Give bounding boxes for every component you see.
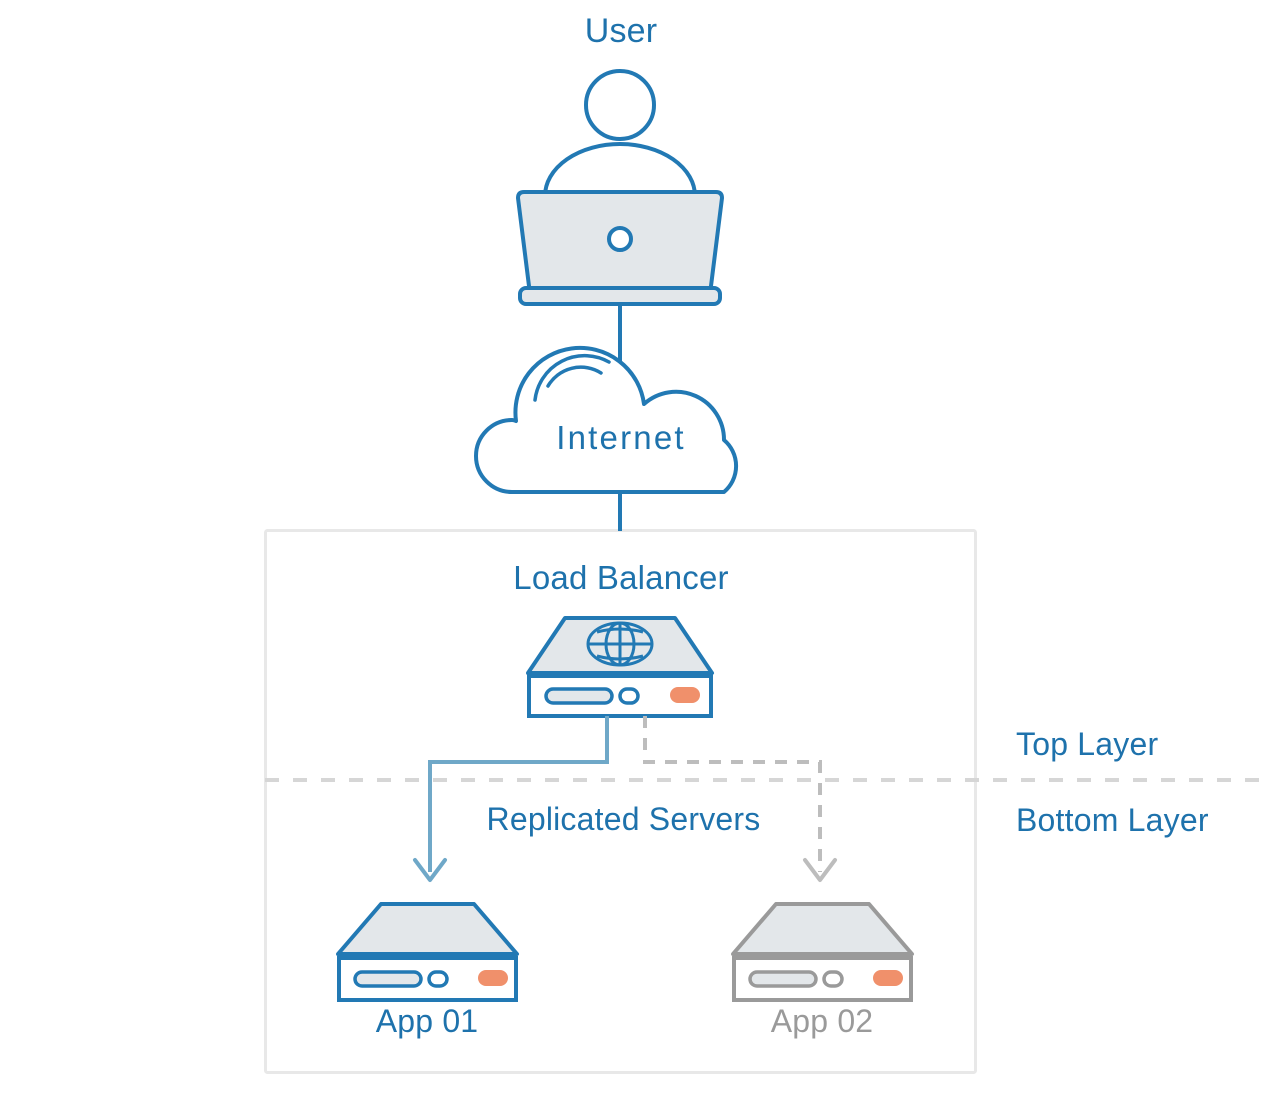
- cloud-icon: [474, 345, 739, 494]
- loadbalancer-status-light-icon: [670, 687, 700, 703]
- person-head-icon: [584, 69, 656, 141]
- server-icon-app02: [731, 902, 914, 1002]
- node-label-load-balancer: Load Balancer: [513, 559, 729, 596]
- node-label-app01: App 01: [375, 1003, 479, 1039]
- app02-top-icon: [731, 902, 914, 956]
- connector-loadbalancer-to-app02: [643, 716, 837, 882]
- layer-label-bottom: Bottom Layer: [1016, 802, 1209, 838]
- group-label-replicated-servers: Replicated Servers: [486, 801, 761, 837]
- laptop-base-icon: [518, 286, 722, 306]
- server-globe-icon: [526, 616, 714, 718]
- loadbalancer-slot-icon: [544, 687, 614, 705]
- app01-top-icon: [336, 902, 519, 956]
- connector-loadbalancer-to-app01: [413, 716, 609, 882]
- layer-label-top: Top Layer: [1016, 726, 1159, 762]
- app01-status-light-icon: [478, 970, 508, 986]
- app02-status-light-icon: [873, 970, 903, 986]
- cloud-arc-1-icon: [533, 353, 611, 402]
- person-shoulders-icon: [543, 142, 697, 198]
- arrowhead-app02-icon: [803, 858, 837, 882]
- globe-parallel-bottom-icon: [596, 654, 644, 661]
- arrowhead-app01-icon: [413, 858, 447, 882]
- person-laptop-icon: [516, 69, 724, 306]
- node-label-internet: Internet: [556, 419, 686, 456]
- globe-parallel-top-icon: [596, 627, 644, 634]
- app01-slot-icon: [353, 970, 423, 988]
- node-label-app02: App 02: [770, 1003, 874, 1039]
- laptop-camera-icon: [607, 226, 633, 252]
- server-icon-app01: [336, 902, 519, 1002]
- app02-button-icon: [822, 970, 844, 988]
- globe-meridian-icon: [604, 621, 636, 667]
- loadbalancer-button-icon: [618, 687, 640, 705]
- node-label-user: User: [584, 12, 658, 50]
- app02-slot-icon: [748, 970, 818, 988]
- app01-button-icon: [427, 970, 449, 988]
- cloud-arc-2-icon: [546, 365, 603, 388]
